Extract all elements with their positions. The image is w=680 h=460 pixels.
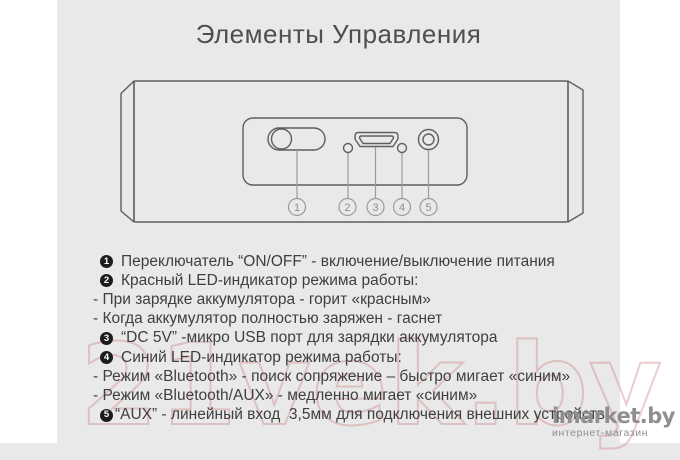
device-body [133, 80, 569, 223]
connector-panel [242, 117, 468, 186]
right-white-margin [620, 0, 680, 443]
callout-circle-2 [338, 197, 357, 217]
page-title: Элементы Управления [195, 19, 482, 49]
legend-bullet-2: 2 [100, 274, 113, 288]
legend-text-9: “AUX” - линейный вход 3,5мм для подключе… [115, 406, 606, 424]
legend-list: 1 Переключатель “ON/OFF” - включение/вык… [93, 252, 606, 425]
blue-led-icon [396, 142, 408, 154]
micro-usb-port-icon [354, 131, 399, 148]
callout-number-3: 3 [372, 202, 378, 214]
watermark-21vek: 21vek.by [79, 321, 664, 451]
legend-item-2: 2 Красный LED-индикатор режима работы: [93, 271, 603, 290]
device-right-bevel [567, 80, 584, 223]
speaker-back-panel-diagram: 1 2 3 4 5 [120, 80, 584, 223]
legend-item-3: - При зарядке аккумулятора - горит «крас… [93, 290, 603, 309]
legend-bullet-9: 5 [100, 408, 113, 422]
legend-text-1: Переключатель “ON/OFF” - включение/выклю… [121, 252, 555, 270]
left-white-margin [0, 0, 57, 443]
aux-jack-inner [422, 133, 435, 146]
legend-bullet-5: 3 [100, 331, 113, 345]
callout-number-2: 2 [344, 202, 350, 214]
store-logo-subtitle: интернет-магазин [552, 427, 649, 440]
store-watermark: imarket.by интернет-магазин [552, 404, 676, 440]
callout-number-4: 4 [399, 202, 405, 214]
power-switch-icon [267, 127, 326, 151]
legend-item-5: 3 “DC 5V” -микро USB порт для зарядки ак… [93, 329, 603, 348]
power-switch-knob [270, 128, 293, 150]
legend-item-7: - Режим «Bluetooth» - поиск сопряжение –… [93, 367, 603, 386]
callout-circle-4 [392, 197, 412, 217]
device-left-bevel [120, 80, 135, 223]
legend-text-4: - Когда аккумулятор полностью заряжен - … [93, 310, 443, 328]
callout-number-5: 5 [425, 202, 431, 214]
legend-bullet-1: 1 [100, 255, 113, 269]
legend-text-6: Синий LED-индикатор режима работы: [121, 348, 402, 366]
callout-circle-1 [287, 197, 307, 217]
legend-text-3: - При зарядке аккумулятора - горит «крас… [93, 290, 431, 308]
callout-circle-5 [419, 197, 438, 217]
legend-item-6: 4 Синий LED-индикатор режима работы: [93, 348, 603, 367]
legend-text-5: “DC 5V” -микро USB порт для зарядки акку… [121, 329, 498, 347]
legend-text-8: - Режим «Bluetooth/AUX» - медленно мигае… [93, 386, 478, 404]
red-led-icon [342, 142, 354, 154]
store-logo-text: imarket.by [552, 404, 676, 428]
legend-item-1: 1 Переключатель “ON/OFF” - включение/вык… [93, 252, 603, 271]
legend-item-4: - Когда аккумулятор полностью заряжен - … [93, 310, 603, 329]
callout-number-1: 1 [294, 202, 300, 214]
legend-text-7: - Режим «Bluetooth» - поиск сопряжение –… [93, 367, 571, 385]
legend-text-2: Красный LED-индикатор режима работы: [121, 271, 419, 289]
callout-circle-3 [366, 197, 385, 217]
legend-bullet-6: 4 [100, 351, 113, 365]
legend-item-9: 5 “AUX” - линейный вход 3,5мм для подклю… [93, 406, 606, 425]
aux-jack-icon [417, 128, 440, 151]
legend-item-8: - Режим «Bluetooth/AUX» - медленно мигае… [93, 386, 603, 405]
micro-usb-port-inner [358, 135, 395, 145]
